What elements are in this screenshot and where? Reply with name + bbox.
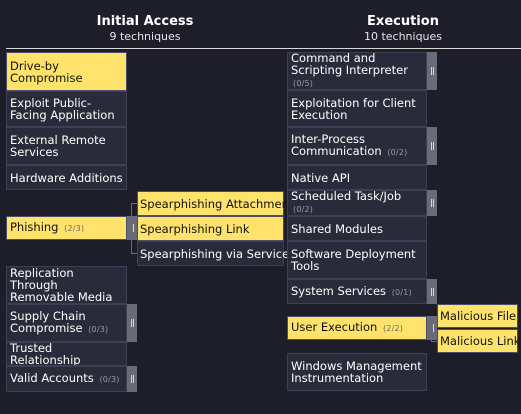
technique-external-remote-services[interactable]: External Remote Services: [6, 127, 127, 165]
technique-label: Valid Accounts (0/3): [10, 371, 120, 385]
subtechnique-count: (0/3): [88, 325, 109, 334]
technique-count: 9 techniques: [109, 30, 181, 43]
subtechnique-malicious-file[interactable]: Malicious File: [437, 304, 518, 328]
subtechnique-label: Malicious File: [440, 309, 517, 323]
subtechnique-count: (0/2): [293, 205, 314, 214]
technique-native-api[interactable]: Native API: [287, 165, 427, 190]
subtechnique-label: Spearphishing Attachment: [140, 196, 294, 211]
subtechnique-count: (0/2): [387, 148, 408, 157]
subtechnique-label: Spearphishing Link: [140, 221, 250, 236]
technique-label: Native API: [291, 170, 351, 185]
technique-label: Trusted Relationship: [10, 342, 81, 366]
subtechnique-count: (2/2): [382, 324, 404, 333]
technique-label: Scheduled Task/Job (0/2): [291, 190, 402, 214]
technique-system-services[interactable]: System Services (0/1): [287, 279, 427, 304]
technique-label: Inter-Process Communication (0/2): [291, 132, 408, 158]
subtechnique-count: (2/3): [64, 224, 85, 233]
tactic-name: Execution: [367, 14, 439, 29]
technique-windows-management-instrumentation[interactable]: Windows Management Instrumentation: [287, 353, 427, 391]
technique-label: User Execution (2/2): [291, 320, 404, 334]
technique-phishing[interactable]: Phishing (2/3): [6, 216, 127, 240]
expand-handle-icon[interactable]: [427, 190, 437, 216]
technique-label: Command and Scripting Interpreter (0/5): [291, 52, 408, 88]
technique-scheduled-task-job[interactable]: Scheduled Task/Job (0/2): [287, 190, 427, 216]
technique-hardware-additions[interactable]: Hardware Additions: [6, 165, 127, 190]
technique-label: System Services (0/1): [291, 283, 412, 298]
tactic-header-initial-access[interactable]: Initial Access 9 techniques: [45, 13, 245, 44]
technique-exploitation-for-client-execution[interactable]: Exploitation for Client Execution: [287, 90, 427, 127]
technique-label: Supply Chain Compromise (0/3): [10, 309, 109, 335]
subtechnique-malicious-link[interactable]: Malicious Link: [437, 329, 521, 353]
technique-label: Software Deployment Tools: [291, 247, 416, 273]
subtechnique-label: Malicious Link: [440, 334, 521, 348]
subtechnique-spearphishing-attachment[interactable]: Spearphishing Attachment: [137, 191, 293, 216]
subtechnique-spearphishing-via-service[interactable]: Spearphishing via Service: [137, 241, 289, 266]
technique-software-deployment-tools[interactable]: Software Deployment Tools: [287, 241, 427, 279]
technique-user-execution[interactable]: User Execution (2/2): [287, 316, 427, 340]
technique-inter-process-communication[interactable]: Inter-Process Communication (0/2): [287, 127, 427, 165]
technique-label: Exploitation for Client Execution: [291, 95, 416, 122]
technique-exploit-public-facing-application[interactable]: Exploit Public-Facing Application: [6, 91, 127, 127]
technique-replication-through-removable-media[interactable]: Replication Through Removable Media: [6, 266, 127, 304]
subtechnique-count: (0/5): [293, 79, 314, 88]
technique-valid-accounts[interactable]: Valid Accounts (0/3): [6, 366, 127, 392]
technique-label: Exploit Public-Facing Application: [10, 96, 115, 122]
technique-supply-chain-compromise[interactable]: Supply Chain Compromise (0/3): [6, 304, 127, 342]
technique-drive-by-compromise[interactable]: Drive-by Compromise: [6, 52, 127, 91]
tactic-name: Initial Access: [96, 14, 194, 29]
technique-label: Hardware Additions: [10, 170, 123, 185]
technique-label: External Remote Services: [10, 133, 106, 159]
technique-label: Replication Through Removable Media: [10, 266, 113, 304]
expand-handle-icon[interactable]: [127, 366, 137, 392]
technique-label: Drive-by Compromise: [10, 58, 83, 85]
expand-handle-icon[interactable]: [427, 127, 437, 165]
expand-handle-icon[interactable]: [427, 52, 437, 90]
subtechnique-label: Spearphishing via Service: [140, 246, 290, 261]
technique-label: Windows Management Instrumentation: [291, 359, 422, 385]
technique-label: Phishing (2/3): [10, 220, 85, 234]
technique-command-and-scripting-interpreter[interactable]: Command and Scripting Interpreter (0/5): [287, 52, 427, 90]
technique-count: 10 techniques: [363, 30, 443, 43]
tactic-header-execution[interactable]: Execution 10 techniques: [303, 13, 503, 44]
technique-label: Shared Modules: [291, 221, 383, 236]
technique-trusted-relationship[interactable]: Trusted Relationship: [6, 342, 127, 366]
subtechnique-count: (0/3): [99, 375, 120, 384]
subtechnique-count: (0/1): [391, 287, 412, 297]
subtechnique-bracket: [131, 203, 138, 254]
expand-handle-icon[interactable]: [127, 304, 137, 342]
header-divider: [6, 48, 521, 49]
technique-shared-modules[interactable]: Shared Modules: [287, 216, 427, 241]
subtechnique-spearphishing-link[interactable]: Spearphishing Link: [137, 216, 284, 241]
subtechnique-bracket: [431, 316, 438, 342]
expand-handle-icon[interactable]: [427, 279, 437, 304]
